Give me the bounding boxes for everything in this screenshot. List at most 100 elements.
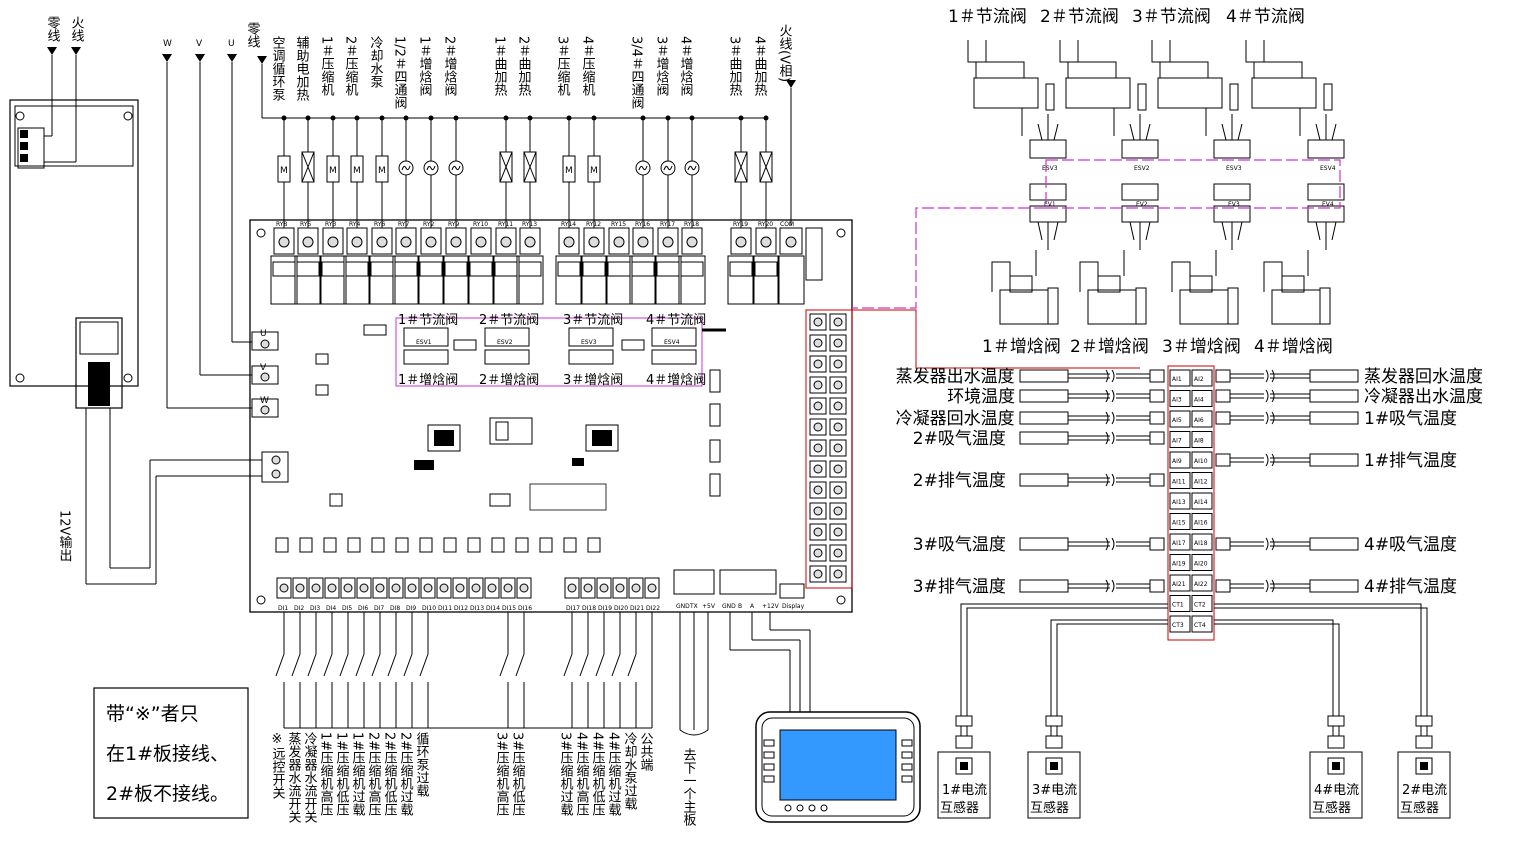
sensor-label: 4#排气温度 (1364, 577, 1457, 597)
enthalpy-valve-4: 4＃增焓阀 (1254, 250, 1333, 357)
phase-w-label: W (163, 39, 172, 49)
board-ev-label: ESV2 (497, 339, 513, 346)
relay (392, 255, 420, 305)
input-switch: 1#压缩机低压 (334, 612, 349, 817)
ai-label: AI14 (1194, 499, 1208, 506)
top-load-label: 4＃压缩机 (580, 36, 596, 98)
board-ev-label: ESV3 (581, 339, 597, 346)
sensor-left-4: 2#吸气温度 (913, 429, 1165, 449)
board-mid-row (275, 537, 601, 553)
top-load-15: 4＃增焓阀 (678, 36, 700, 228)
sensor-label: 1#排气温度 (1364, 451, 1457, 471)
sensor-right-3: 1#吸气温度 (1215, 409, 1457, 429)
top-terminal: RY14 (558, 221, 580, 255)
comm-a-label: A (750, 603, 755, 610)
relay (605, 255, 633, 305)
ai-label: AI4 (1194, 397, 1204, 404)
top-terminal: RY9 (445, 221, 467, 255)
sensor-left-6: 3#吸气温度 (913, 535, 1165, 555)
input-label: 4#压缩机高压 (574, 732, 590, 817)
di-label: DI6 (358, 605, 368, 612)
sensor-label: 蒸发器回水温度 (1364, 367, 1483, 387)
board-enthalpy-label: 1＃增焓阀 (398, 372, 458, 388)
di-label: DI17 (566, 605, 580, 612)
ev-conn-label: ESV2 (1134, 165, 1150, 172)
live-label-left: 火线 (69, 16, 85, 42)
top-load-label: 3＃压缩机 (555, 36, 571, 98)
sensor-left-7: 3#排气温度 (913, 577, 1165, 597)
enthalpy-valve-label: 1＃增焓阀 (982, 337, 1061, 357)
ct-sub: 互感器 (1312, 800, 1351, 816)
input-label: 2#压缩机高压 (366, 732, 382, 817)
top-terminal: RY5 (297, 221, 319, 255)
sensor-label: 冷凝器回水温度 (896, 409, 1015, 429)
top-terminal: RY8 (273, 221, 295, 255)
top-load-17: 4＃曲加热 (752, 36, 773, 228)
di-label: DI12 (454, 605, 468, 612)
sensor-left-1: 蒸发器出水温度 (896, 367, 1165, 387)
di-label: DI8 (390, 605, 400, 612)
sensors: 蒸发器出水温度环境温度冷凝器回水温度2#吸气温度2#排气温度3#吸气温度3#排气… (896, 365, 1483, 641)
ai-label: AI2 (1194, 376, 1204, 383)
di-label: DI16 (518, 605, 532, 612)
input-label: 冷凝器水流开关 (302, 732, 318, 823)
sensor-label: 环境温度 (947, 387, 1015, 407)
input-label: 1#压缩机高压 (318, 732, 334, 817)
board-ev-region (395, 317, 726, 387)
board-ev-label: ESV1 (416, 339, 432, 346)
relay (343, 255, 371, 305)
comm-tx-label: TX (689, 603, 698, 610)
ai-label: AI17 (1172, 540, 1186, 547)
comm-12v-label: +12V (762, 603, 780, 610)
board-throttle-label: 3＃节流阀 (563, 313, 623, 328)
ev-conn-label: ESV3 (1226, 165, 1242, 172)
ai-label: CT2 (1194, 602, 1206, 609)
input-switch: 3#压缩机高压 (494, 612, 509, 817)
di-label: DI22 (646, 605, 660, 612)
input-label: 3#压缩机过载 (558, 732, 574, 818)
top-load-16: 3＃曲加热 (727, 36, 748, 228)
relay (492, 255, 520, 305)
motor-icon: M (353, 166, 361, 176)
sensor-label: 冷凝器出水温度 (1364, 387, 1483, 407)
top-terminal: RY13 (519, 221, 541, 255)
input-switch: 1#压缩机高压 (318, 612, 334, 817)
top-load-8: 2＃增焓阀 (442, 36, 464, 228)
ct-name: 1#电流 (942, 783, 987, 798)
terminal-label: RY9 (448, 221, 459, 228)
sensor-label: 蒸发器出水温度 (896, 367, 1015, 387)
phase-v-label: V (196, 39, 203, 49)
input-switch: 4#压缩机高压 (574, 612, 590, 817)
throttle-valve-label: 3＃节流阀 (1132, 7, 1211, 27)
relay (294, 255, 322, 305)
terminal-label: RY19 (733, 221, 748, 228)
terminal-label: RY6 (374, 221, 385, 228)
motor-icon: M (280, 166, 288, 176)
board-enthalpy-label: 4＃增焓阀 (646, 372, 706, 388)
ai-label: AI20 (1194, 561, 1208, 568)
di-label: DI7 (374, 605, 384, 612)
top-load-label: 3＃增焓阀 (654, 36, 670, 97)
top-load-14: 3＃增焓阀 (654, 36, 676, 228)
top-terminal: RY3 (322, 221, 344, 255)
neutral-label-left: 零线 (45, 16, 61, 42)
top-load-label: 4＃曲加热 (752, 36, 768, 97)
input-switch: 冷却水泵过载 (622, 612, 637, 811)
board-ev-label: ESV4 (664, 339, 680, 346)
ct-sub: 互感器 (940, 800, 979, 816)
input-switch: 循环泵过载 (414, 612, 429, 798)
di-label: DI14 (486, 605, 500, 612)
ai-label: AI18 (1194, 540, 1208, 547)
note-box: 带“※”者只 在1#板接线、 2#板不接线。 (93, 687, 249, 819)
comm-gnd-label: GND (676, 603, 690, 610)
top-power: 零线 火线(V相) (245, 22, 796, 226)
ct-name: 4#电流 (1314, 783, 1359, 798)
